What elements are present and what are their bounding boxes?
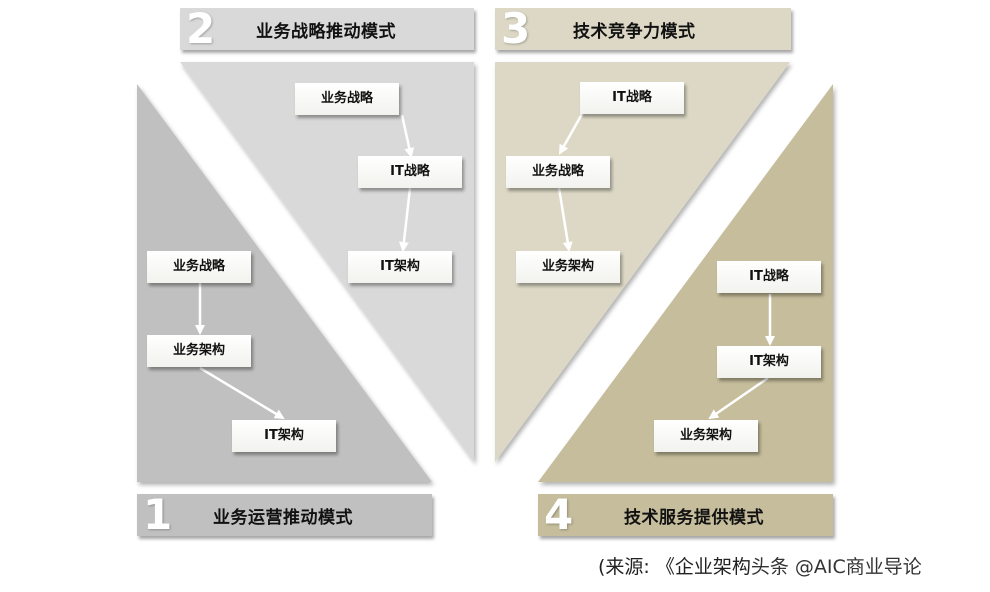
arrow-p2-2 (398, 187, 412, 252)
p3-node-it-strategy: IT战略 (580, 82, 684, 114)
source-text: (来源: 《企业架构 (598, 556, 751, 578)
p2-node-it-architecture: IT架构 (348, 251, 452, 283)
p1-node-it-architecture: IT架构 (232, 420, 336, 452)
panel-3-header: 3 技术竞争力模式 (495, 4, 791, 53)
p4-node-it-architecture: IT架构 (717, 346, 821, 378)
arrow-p1-2 (199, 366, 285, 420)
panel-4-number: 4 (544, 490, 574, 539)
p3-node-business-strategy: 业务战略 (506, 156, 610, 188)
panel-4-title: 技术服务提供模式 (624, 508, 764, 528)
p4-node-business-architecture: 业务架构 (654, 420, 758, 452)
panel-4-triangle (538, 84, 833, 482)
p4-node-it-strategy: IT战略 (717, 261, 821, 293)
panel-1-triangle (137, 84, 432, 482)
p2-node-business-strategy: 业务战略 (295, 83, 399, 115)
arrow-p3-1 (558, 113, 584, 155)
panel-1-title: 业务运营推动模式 (213, 508, 353, 528)
p3-node-business-architecture: 业务架构 (516, 251, 620, 283)
panel-1-number: 1 (143, 490, 173, 539)
panel-1-header: 1 业务运营推动模式 (137, 490, 432, 539)
panel-4-header: 4 技术服务提供模式 (538, 490, 833, 539)
panel-3-title: 技术竞争力模式 (573, 22, 696, 42)
arrow-p3-2 (557, 187, 573, 252)
panel-2-number: 2 (186, 4, 216, 53)
panel-3-number: 3 (501, 4, 531, 53)
arrow-p4-2 (708, 376, 769, 420)
watermark-text: 头条 @AIC商业导论 (750, 556, 922, 578)
p1-node-business-strategy: 业务战略 (147, 251, 251, 283)
panel-2-title: 业务战略推动模式 (256, 22, 396, 42)
arrow-p2-1 (400, 114, 415, 158)
p1-node-business-architecture: 业务架构 (147, 335, 251, 367)
panel-2-header: 2 业务战略推动模式 (180, 4, 474, 53)
source-caption: (来源: 《企业架构头条 @AIC商业导论 (598, 552, 922, 579)
p2-node-it-strategy: IT战略 (358, 156, 462, 188)
